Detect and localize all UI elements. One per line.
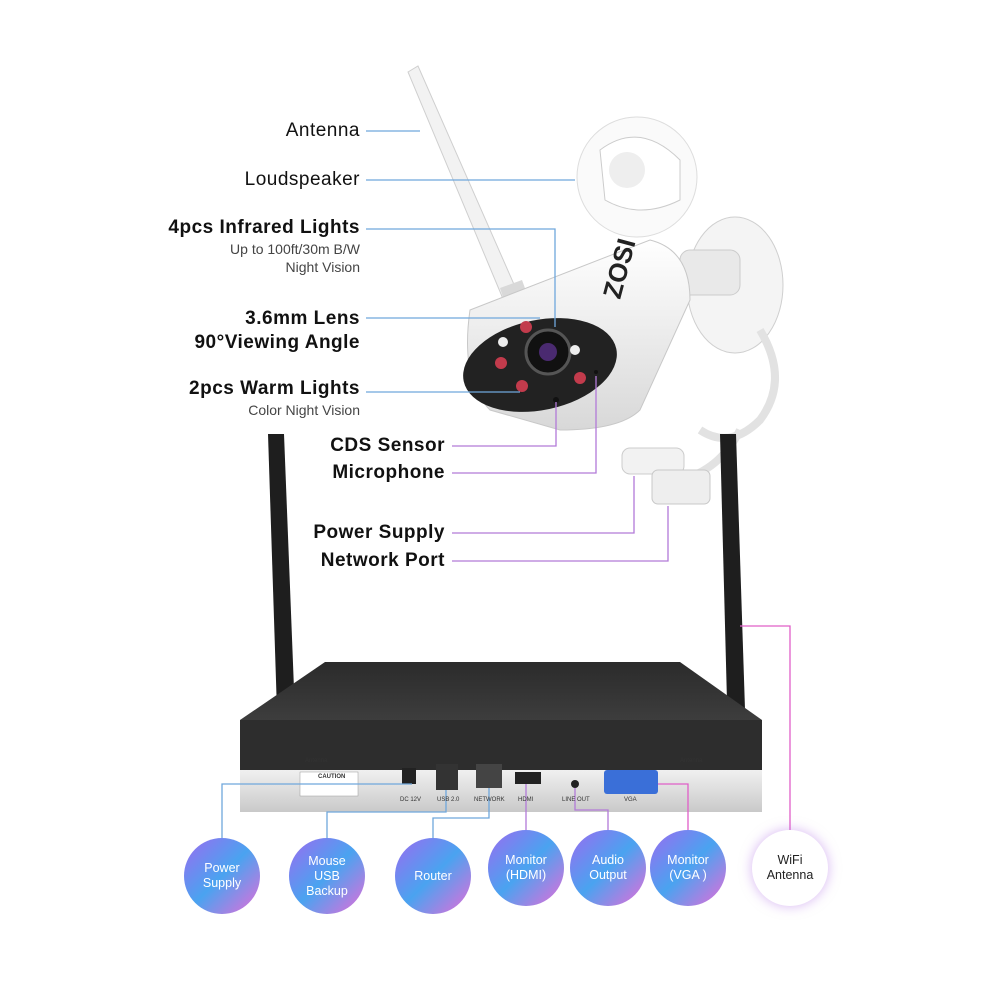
label-infrared-text: 4pcs Infrared Lights (168, 217, 360, 238)
label-mic: Microphone (332, 461, 445, 485)
loudspeaker-inset (576, 116, 698, 238)
bubble-router: Router (395, 838, 471, 914)
bubble-monitor-vga: Monitor (VGA ) (650, 830, 726, 906)
bubble-monitor-hdmi-text: Monitor (HDMI) (505, 853, 547, 882)
camera-leader-lines (366, 130, 669, 562)
camera-connectors (621, 447, 711, 505)
port-lineout: LINE OUT (562, 797, 590, 803)
label-network-text: Network Port (320, 550, 445, 571)
camera-antenna (407, 65, 530, 312)
bubble-wifi-antenna-text: WiFi Antenna (766, 853, 814, 882)
label-warm-sub: Color Night Vision (248, 402, 360, 418)
port-dc12v: DC 12V (400, 797, 422, 803)
label-power-text: Power Supply (313, 522, 445, 543)
label-antenna: Antenna (286, 119, 360, 143)
label-network: Network Port (321, 549, 445, 573)
bubble-monitor-vga-text: Monitor (VGA ) (667, 853, 709, 882)
label-lens-angle: 90°Viewing Angle (194, 332, 360, 353)
bubble-audio-output: Audio Output (570, 830, 646, 906)
bubble-monitor-hdmi: Monitor (HDMI) (488, 830, 564, 906)
nvr-leader-lines (221, 625, 791, 840)
port-antenna-right: Antenna (680, 758, 703, 764)
bubble-router-text: Router (414, 868, 452, 883)
label-loudspeaker-text: Loudspeaker (244, 169, 360, 190)
label-infrared: 4pcs Infrared Lights Up to 100ft/30m B/W… (168, 216, 360, 276)
port-hdmi: HDMI (518, 797, 534, 803)
label-power: Power Supply (313, 521, 445, 545)
label-infrared-sub2: Night Vision (285, 259, 360, 275)
label-cds: CDS Sensor (330, 434, 445, 458)
label-loudspeaker: Loudspeaker (245, 168, 360, 192)
bubble-power-supply: Power Supply (184, 838, 260, 914)
port-network: NETWORK (474, 797, 505, 803)
camera-body: ZOSI (463, 235, 691, 431)
port-vga: VGA (624, 797, 637, 803)
port-usb: USB 2.0 (437, 797, 460, 803)
bubble-power-supply-text: Power Supply (202, 861, 242, 890)
nvr-recorder (240, 662, 762, 812)
label-lens-text: 3.6mm Lens (245, 308, 360, 329)
caution-label: CAUTION (318, 774, 346, 780)
bubble-mouse-usb: Mouse USB Backup (289, 838, 365, 914)
port-antenna-left: Antenna (305, 758, 328, 764)
bubble-wifi-antenna: WiFi Antenna (752, 830, 828, 906)
label-lens: 3.6mm Lens 90°Viewing Angle (194, 307, 360, 355)
bubble-audio-output-text: Audio Output (589, 853, 627, 882)
label-mic-text: Microphone (332, 462, 445, 483)
label-warm-text: 2pcs Warm Lights (189, 378, 360, 399)
label-warm: 2pcs Warm Lights Color Night Vision (189, 377, 360, 419)
label-infrared-sub1: Up to 100ft/30m B/W (230, 241, 360, 257)
bubble-mouse-usb-text: Mouse USB Backup (306, 853, 348, 898)
label-antenna-text: Antenna (285, 120, 360, 141)
label-cds-text: CDS Sensor (330, 435, 445, 456)
